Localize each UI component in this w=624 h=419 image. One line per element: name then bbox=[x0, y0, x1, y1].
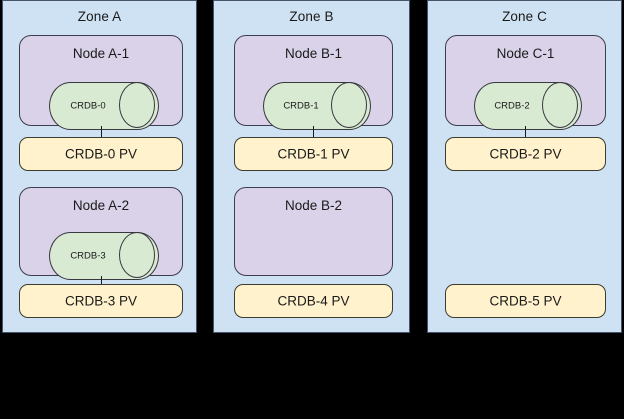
pv-box-crdb-3[interactable]: CRDB-3 PV bbox=[19, 284, 183, 318]
connector-crdb-3-to-pv bbox=[101, 276, 102, 285]
cylinder-cap-icon bbox=[331, 82, 367, 128]
pv-box-crdb-5[interactable]: CRDB-5 PV bbox=[445, 284, 606, 318]
node-box-c-1[interactable]: Node C-1 CRDB-2 bbox=[445, 35, 606, 130]
zone-panel-b[interactable]: Zone B Node B-1 CRDB-1 CRDB-1 PV Node B-… bbox=[213, 0, 410, 333]
node-title-b-1: Node B-1 bbox=[284, 46, 343, 61]
pv-label-crdb-0: CRDB-0 PV bbox=[64, 146, 137, 162]
zone-panel-c[interactable]: Zone C Node C-1 CRDB-2 CRDB-2 PV CRDB-5 … bbox=[427, 0, 622, 333]
zone-title-a: Zone A bbox=[77, 9, 122, 24]
database-pod-label-crdb-3: CRDB-3 bbox=[70, 250, 106, 262]
zone-panel-a[interactable]: Zone A Node A-1 CRDB-0 CRDB-0 PV Node A-… bbox=[2, 0, 197, 333]
node-box-a-1[interactable]: Node A-1 CRDB-0 bbox=[19, 35, 183, 130]
cylinder-cap-icon bbox=[542, 82, 578, 128]
pv-box-crdb-1[interactable]: CRDB-1 PV bbox=[234, 137, 393, 171]
pv-label-crdb-2: CRDB-2 PV bbox=[489, 146, 562, 162]
pv-label-crdb-4: CRDB-4 PV bbox=[277, 293, 350, 309]
database-pod-crdb-2[interactable]: CRDB-2 bbox=[474, 82, 582, 130]
database-pod-crdb-0[interactable]: CRDB-0 bbox=[49, 82, 159, 130]
pv-box-crdb-2[interactable]: CRDB-2 PV bbox=[445, 137, 606, 171]
node-title-a-1: Node A-1 bbox=[72, 46, 130, 61]
pv-label-crdb-5: CRDB-5 PV bbox=[489, 293, 562, 309]
cylinder-cap-icon bbox=[119, 82, 155, 128]
zone-title-b: Zone B bbox=[289, 9, 334, 24]
node-title-b-2: Node B-2 bbox=[284, 198, 343, 213]
node-title-a-2: Node A-2 bbox=[72, 198, 130, 213]
node-box-a-2[interactable]: Node A-2 CRDB-3 bbox=[19, 187, 183, 280]
zone-title-c: Zone C bbox=[502, 9, 547, 24]
connector-crdb-2-to-pv bbox=[525, 126, 526, 138]
pv-box-crdb-0[interactable]: CRDB-0 PV bbox=[19, 137, 183, 171]
connector-crdb-0-to-pv bbox=[101, 126, 102, 138]
node-box-b-1[interactable]: Node B-1 CRDB-1 bbox=[234, 35, 393, 130]
pv-label-crdb-3: CRDB-3 PV bbox=[64, 293, 137, 309]
connector-crdb-1-to-pv bbox=[313, 126, 314, 138]
pv-label-crdb-1: CRDB-1 PV bbox=[277, 146, 350, 162]
database-pod-crdb-3[interactable]: CRDB-3 bbox=[49, 232, 159, 280]
database-pod-crdb-1[interactable]: CRDB-1 bbox=[263, 82, 371, 130]
database-pod-label-crdb-1: CRDB-1 bbox=[283, 100, 319, 112]
pv-box-crdb-4[interactable]: CRDB-4 PV bbox=[234, 284, 393, 318]
node-box-b-2[interactable]: Node B-2 bbox=[234, 187, 393, 276]
database-pod-label-crdb-2: CRDB-2 bbox=[494, 100, 530, 112]
database-pod-label-crdb-0: CRDB-0 bbox=[70, 100, 106, 112]
cylinder-cap-icon bbox=[119, 232, 155, 278]
node-title-c-1: Node C-1 bbox=[496, 46, 555, 61]
